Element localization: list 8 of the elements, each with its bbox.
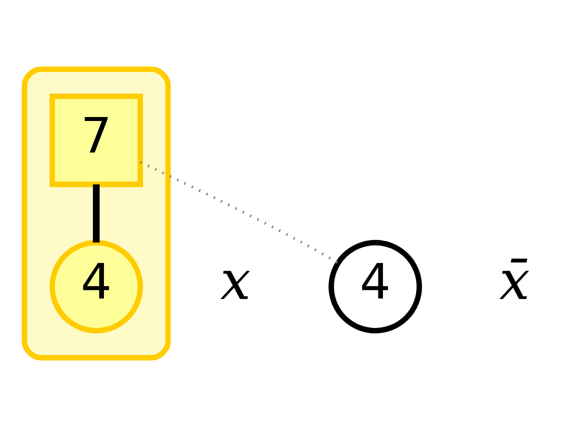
connector [92, 184, 100, 242]
connector [140, 161, 339, 264]
node-circle: 4 [50, 240, 143, 334]
label: x̄ [499, 248, 530, 312]
cluster [22, 66, 171, 360]
node-circle: 4 [328, 240, 422, 334]
node-box: 7 [50, 94, 143, 188]
label: x [220, 248, 251, 312]
